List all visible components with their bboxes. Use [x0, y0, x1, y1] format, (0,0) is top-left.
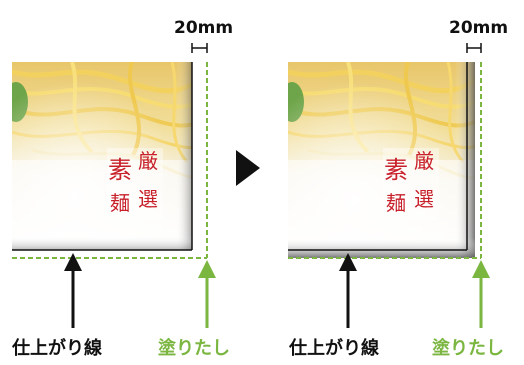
bleed-arrow: [472, 260, 490, 328]
trim-arrow: [64, 253, 82, 328]
bleed-label: 塗りたし: [158, 338, 230, 359]
svg-text:選: 選: [138, 187, 158, 211]
trim-arrow: [339, 253, 357, 328]
ramen-photo-before: [12, 62, 192, 250]
ramen-photo-after: [288, 62, 475, 258]
before-panel: 素 厳 麺 選: [12, 43, 216, 328]
svg-text:厳: 厳: [138, 149, 158, 173]
svg-text:選: 選: [414, 187, 434, 211]
seal-stamp: 素 厳 麺 選: [107, 148, 163, 220]
trim-line-label: 仕上がり線: [289, 338, 379, 359]
bleed-label: 塗りたし: [432, 338, 504, 359]
bleed-arrow: [198, 260, 216, 328]
dimension-label: 20mm: [174, 18, 234, 38]
dimension-label: 20mm: [449, 18, 509, 38]
play-triangle-icon: [236, 150, 260, 186]
dimension-marker: [191, 43, 208, 53]
svg-text:素: 素: [384, 156, 408, 184]
svg-text:素: 素: [108, 156, 132, 184]
svg-text:麺: 麺: [110, 191, 130, 215]
after-panel: 素 厳 麺 選: [288, 43, 490, 328]
dimension-marker: [466, 43, 482, 53]
svg-text:厳: 厳: [414, 149, 434, 173]
seal-stamp: 素 厳 麺 選: [383, 148, 439, 220]
trim-line-label: 仕上がり線: [12, 338, 102, 359]
svg-text:麺: 麺: [386, 191, 406, 215]
